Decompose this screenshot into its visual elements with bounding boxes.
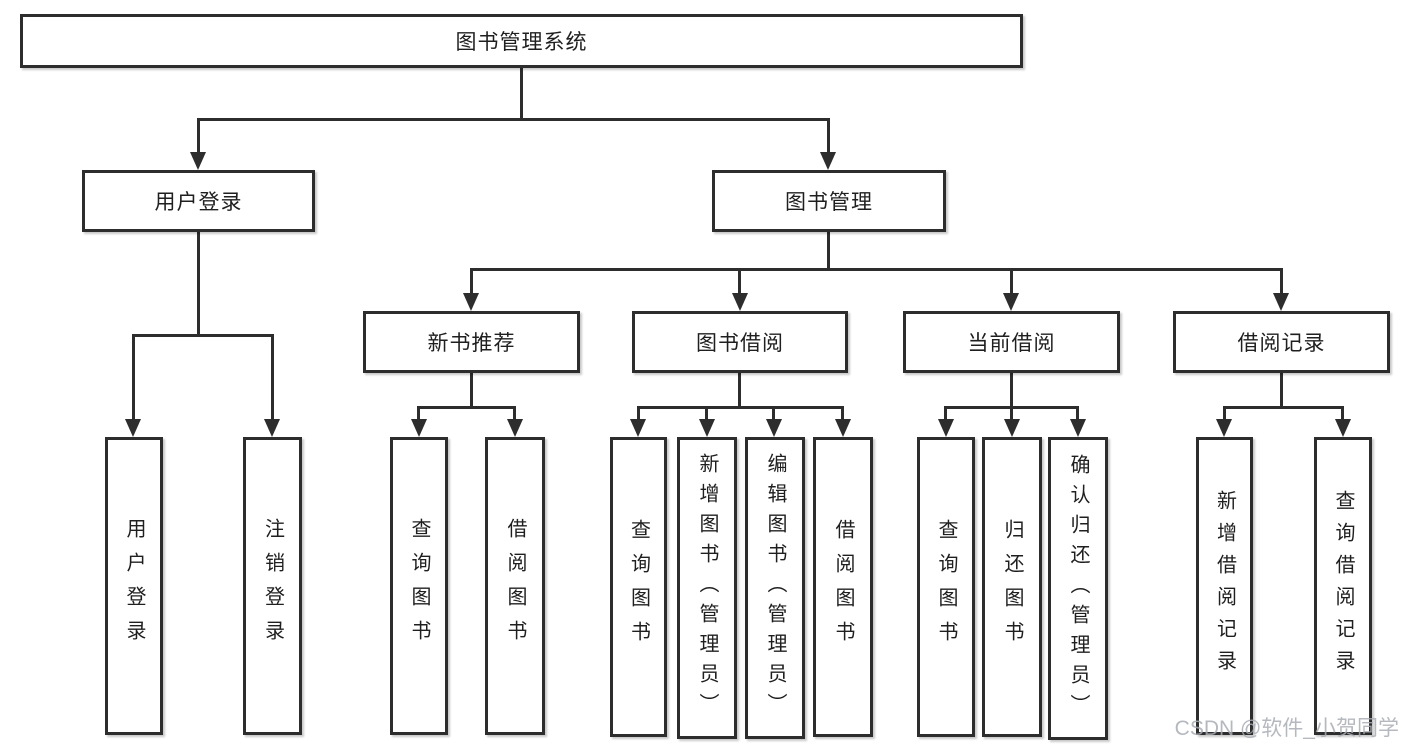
connector-line <box>1010 268 1013 295</box>
connector-line <box>417 406 420 421</box>
arrow-down-icon <box>1003 293 1019 311</box>
arrow-down-icon <box>699 419 715 437</box>
connector-line <box>944 406 947 421</box>
connector-line <box>197 118 830 121</box>
leaf-return-book: 归还图书 <box>982 437 1042 737</box>
arrow-down-icon <box>264 419 280 437</box>
arrow-down-icon <box>1070 419 1086 437</box>
connector-line <box>841 406 844 421</box>
connector-line <box>513 406 516 421</box>
connector-line <box>772 406 775 421</box>
arrow-down-icon <box>732 293 748 311</box>
connector-line <box>738 268 741 295</box>
arrow-down-icon <box>125 419 141 437</box>
connector-line <box>637 406 640 421</box>
leaf-confirm-return-admin: 确认归还（管理员） <box>1048 437 1108 740</box>
connector-line <box>470 268 1283 271</box>
leaf-edit-book-admin: 编辑图书（管理员） <box>745 437 805 739</box>
connector-line <box>417 406 516 409</box>
arrow-down-icon <box>820 152 836 170</box>
leaf-query-borrow-record: 查询借阅记录 <box>1314 437 1372 735</box>
node-book-borrow: 图书借阅 <box>632 311 848 373</box>
connector-line <box>1076 406 1079 421</box>
connector-line <box>520 68 523 121</box>
arrow-down-icon <box>835 419 851 437</box>
arrow-down-icon <box>190 152 206 170</box>
node-root: 图书管理系统 <box>20 14 1023 68</box>
connector-line <box>1010 406 1013 421</box>
arrow-down-icon <box>1004 419 1020 437</box>
connector-line <box>827 118 830 154</box>
connector-line <box>1280 373 1283 409</box>
arrow-down-icon <box>630 419 646 437</box>
connector-line <box>197 232 200 337</box>
connector-line <box>470 268 473 295</box>
node-book-management: 图书管理 <box>712 170 946 232</box>
leaf-query-book: 查询图书 <box>610 437 667 737</box>
leaf-add-borrow-record: 新增借阅记录 <box>1196 437 1253 735</box>
arrow-down-icon <box>1216 419 1232 437</box>
leaf-add-book-admin: 新增图书（管理员） <box>677 437 737 739</box>
connector-line <box>132 334 135 421</box>
arrow-down-icon <box>463 293 479 311</box>
node-user-login: 用户登录 <box>82 170 315 232</box>
connector-line <box>637 406 844 409</box>
connector-line <box>271 334 274 421</box>
arrow-down-icon <box>1335 419 1351 437</box>
connector-line <box>1223 406 1226 421</box>
node-borrow-record: 借阅记录 <box>1173 311 1390 373</box>
arrow-down-icon <box>411 419 427 437</box>
connector-line <box>470 373 473 409</box>
csdn-watermark: CSDN @软件_小贺同学 <box>1174 717 1399 740</box>
connector-line <box>197 118 200 154</box>
node-current-borrow: 当前借阅 <box>903 311 1120 373</box>
connector-line <box>827 232 830 271</box>
connector-line <box>1223 406 1344 409</box>
connector-line <box>1341 406 1344 421</box>
leaf-query-book: 查询图书 <box>390 437 448 735</box>
arrow-down-icon <box>507 419 523 437</box>
leaf-user-login: 用户登录 <box>105 437 163 735</box>
arrow-down-icon <box>766 419 782 437</box>
node-new-book-recommend: 新书推荐 <box>363 311 580 373</box>
leaf-borrow-book: 借阅图书 <box>813 437 873 737</box>
connector-line <box>132 334 274 337</box>
connector-line <box>738 373 741 409</box>
leaf-query-book: 查询图书 <box>917 437 975 737</box>
leaf-logout: 注销登录 <box>243 437 302 735</box>
connector-line <box>705 406 708 421</box>
connector-line <box>1010 373 1013 409</box>
arrow-down-icon <box>1273 293 1289 311</box>
arrow-down-icon <box>938 419 954 437</box>
leaf-borrow-book: 借阅图书 <box>485 437 545 735</box>
connector-line <box>1280 268 1283 295</box>
